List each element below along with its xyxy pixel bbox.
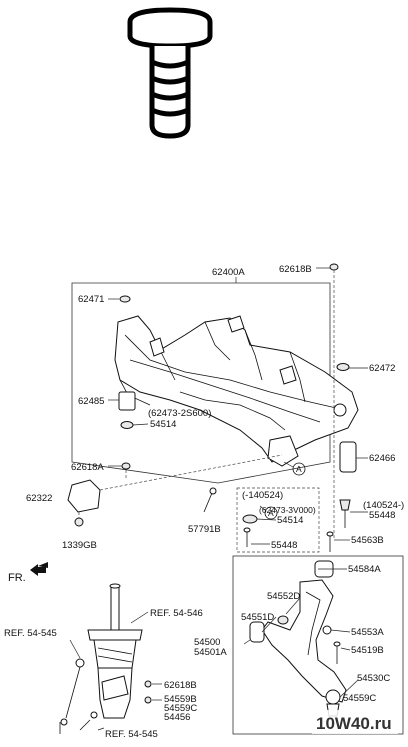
label-62618b-bottom: 62618B — [164, 680, 197, 691]
bolt-54519b — [333, 641, 341, 647]
callout-a-circle-2 — [264, 506, 278, 520]
label-54456: 54456 — [164, 712, 190, 723]
label-55448-a: 55448 — [271, 540, 297, 551]
bolt-55448-a — [243, 527, 251, 533]
label-ref-54-545-a: REF. 54-545 — [4, 628, 57, 639]
subframe-bushings — [67, 263, 357, 527]
bushing-54551d — [249, 621, 265, 643]
bolt-1339gb — [74, 517, 84, 527]
bracket-62322 — [67, 479, 101, 513]
label-62618b-top: 62618B — [279, 264, 312, 275]
label-57791b: 57791B — [188, 524, 221, 535]
label-54563b: 54563B — [351, 535, 384, 546]
label-fr: FR. — [8, 572, 26, 584]
bushing-54552d — [277, 615, 289, 625]
label-62471: 62471 — [78, 294, 104, 305]
bushing-62485 — [118, 391, 136, 411]
nut-62618a — [121, 462, 131, 470]
subframe-drawing — [114, 315, 359, 467]
variant-box — [236, 487, 320, 553]
label-54501a: 54501A — [194, 647, 227, 658]
part-labels: 62400A 62618B 62471 62472 62485 (62473-2… — [4, 264, 404, 740]
label-62466: 62466 — [369, 453, 395, 464]
label-54552d: 54552D — [267, 591, 300, 602]
label-54584a: 54584A — [348, 564, 381, 575]
label-62473-3v000: (62473-3V000) — [259, 505, 316, 515]
washer-54514-b — [242, 514, 258, 524]
bushing-62471 — [119, 295, 131, 303]
callout-a-circle-1 — [292, 462, 306, 476]
label-54514-a: 54514 — [150, 419, 176, 430]
callout-a-marks — [259, 461, 306, 520]
label-date-range-1: (-140524) — [242, 490, 283, 501]
washer-54514-a — [120, 421, 134, 429]
label-55448-b: 55448 — [369, 510, 395, 521]
bolt-icon — [127, 7, 213, 139]
front-direction-arrow-icon — [30, 562, 48, 576]
label-62472: 62472 — [369, 363, 395, 374]
label-ref-54-545-b: REF. 54-545 — [105, 729, 158, 740]
label-54519b: 54519B — [351, 645, 384, 656]
bushing-54553a — [322, 625, 332, 635]
label-62485: 62485 — [78, 396, 104, 407]
bushing-62472 — [336, 363, 350, 371]
subframe-box — [71, 277, 331, 484]
label-62618a: 62618A — [71, 462, 104, 473]
strut-assembly — [59, 583, 162, 734]
label-62400a: 62400A — [212, 267, 245, 278]
label-54553a: 54553A — [351, 627, 384, 638]
label-62322: 62322 — [26, 493, 52, 504]
bolt-57791b — [209, 487, 217, 495]
watermark: 10W40.ru — [312, 710, 398, 734]
label-54559c-right: 54559C — [343, 693, 376, 704]
label-date-range-2: (140524-) — [363, 500, 404, 511]
label-1339gb: 1339GB — [62, 540, 97, 551]
leaders-subframe — [78, 267, 368, 540]
stabilizer-link-top — [75, 658, 85, 668]
label-54500: 54500 — [194, 637, 220, 648]
label-54530c: 54530C — [357, 673, 390, 684]
label-62473-2s600: (62473-2S600) — [148, 408, 211, 419]
label-54559c: 54559C — [164, 703, 197, 714]
label-54551d: 54551D — [241, 612, 274, 623]
right-bolts — [326, 499, 368, 552]
label-54514-b: 54514 — [277, 515, 303, 526]
ball-joint-54530c — [325, 689, 341, 705]
watermark-text: 10W40.ru — [316, 714, 392, 733]
nut-62618b-bottom — [144, 680, 152, 688]
bolt-55448-b-head — [339, 499, 351, 511]
callout-a-label-2: A — [268, 508, 274, 518]
callout-a-label-1: A — [296, 464, 302, 474]
nut-62618b — [329, 263, 339, 271]
strut-rod — [110, 585, 120, 633]
bushing-62466 — [339, 441, 357, 473]
label-54559b: 54559B — [164, 694, 197, 705]
label-ref-54-546: REF. 54-546 — [150, 608, 203, 619]
